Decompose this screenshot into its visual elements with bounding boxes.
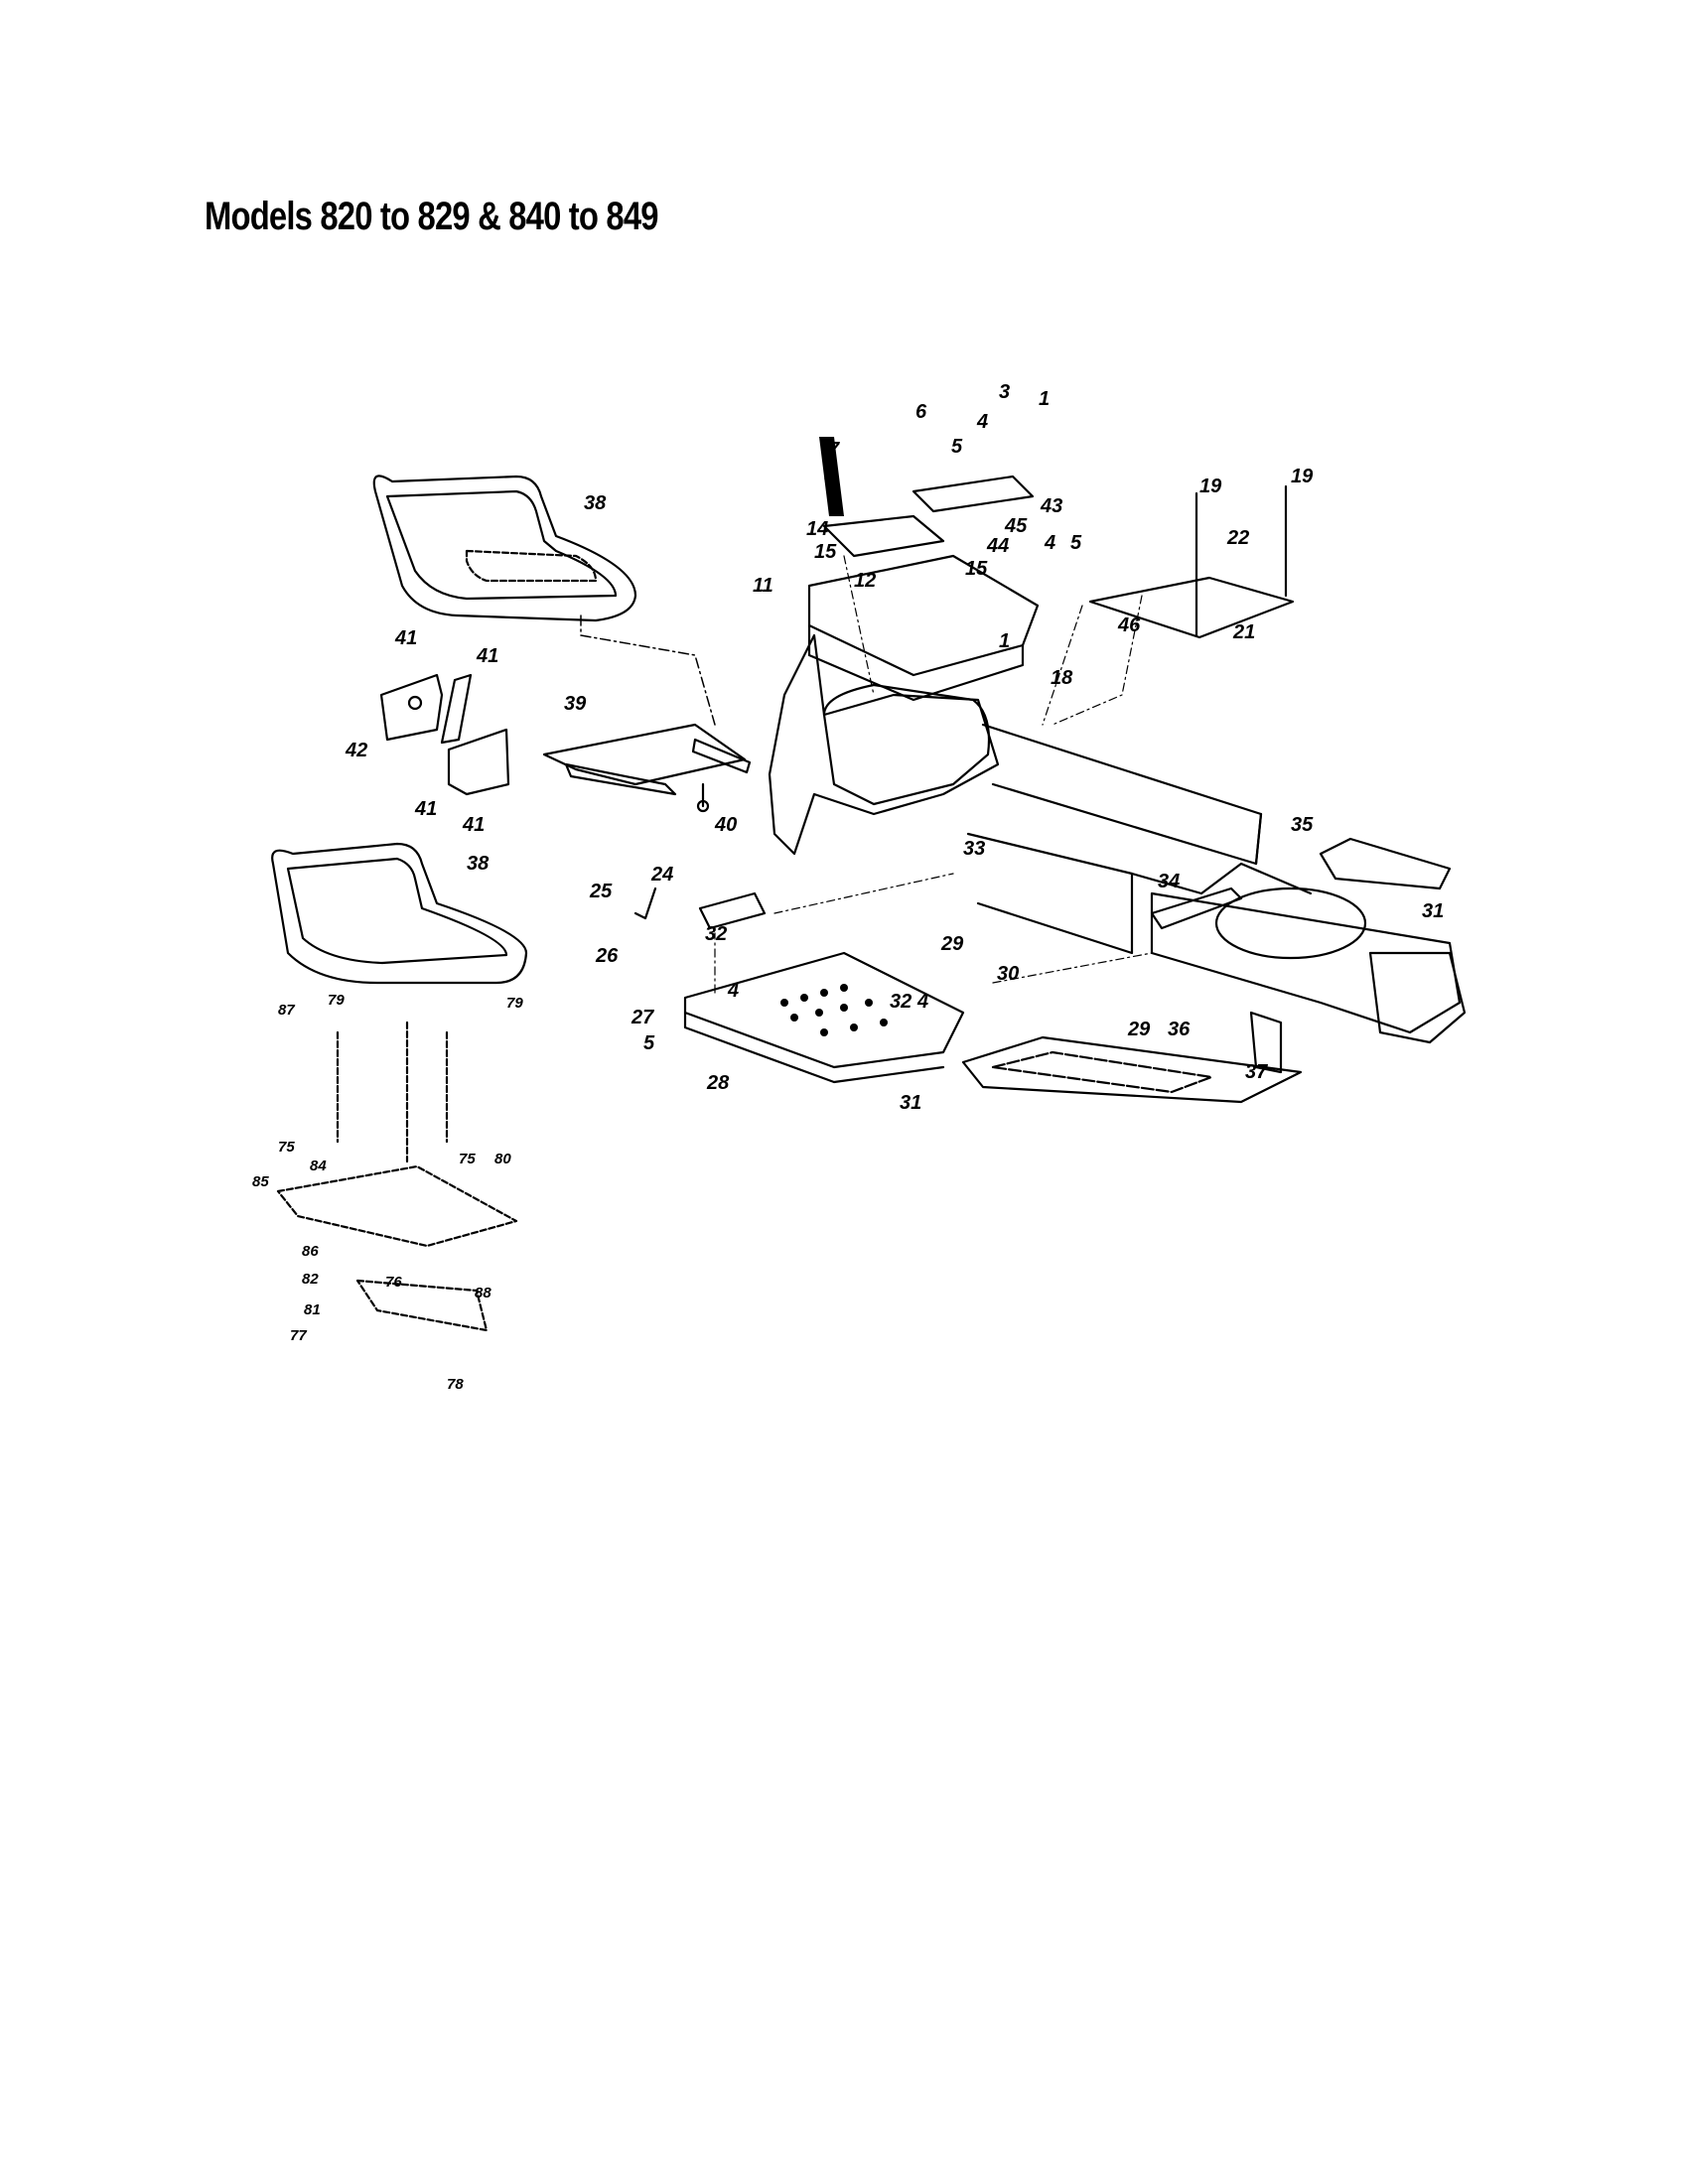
callout-5: 5 bbox=[951, 436, 963, 458]
callout-32: 32 bbox=[705, 923, 728, 945]
callout-42: 42 bbox=[346, 740, 368, 761]
callout-22: 22 bbox=[1227, 527, 1250, 549]
seat-hinges bbox=[379, 673, 510, 796]
callout-36: 36 bbox=[1168, 1019, 1191, 1040]
callout-77: 77 bbox=[290, 1327, 307, 1344]
seat-bracket bbox=[542, 723, 752, 813]
callout-37: 37 bbox=[1245, 1061, 1268, 1083]
callout-15: 15 bbox=[814, 541, 837, 563]
callout-41: 41 bbox=[395, 627, 418, 649]
pedal-bracket bbox=[633, 887, 767, 930]
callout-46: 46 bbox=[1118, 614, 1141, 636]
callout-43: 43 bbox=[1041, 495, 1063, 517]
callout-39: 39 bbox=[564, 693, 587, 715]
callout-24: 24 bbox=[651, 864, 674, 886]
callout-3: 3 bbox=[999, 381, 1011, 403]
callout-30: 30 bbox=[997, 963, 1020, 985]
callout-76: 76 bbox=[385, 1274, 402, 1291]
cover-plate bbox=[1088, 484, 1295, 639]
callout-34: 34 bbox=[1158, 871, 1181, 892]
callout-28: 28 bbox=[707, 1072, 730, 1094]
callout-78: 78 bbox=[447, 1376, 464, 1393]
callout-81: 81 bbox=[304, 1301, 321, 1318]
callout-6: 6 bbox=[915, 401, 927, 423]
callout-5: 5 bbox=[1070, 532, 1082, 554]
callout-84: 84 bbox=[310, 1158, 327, 1174]
callout-4: 4 bbox=[1045, 532, 1056, 554]
callout-29: 29 bbox=[941, 933, 964, 955]
seat-lower bbox=[271, 842, 528, 985]
callout-45: 45 bbox=[1005, 515, 1028, 537]
dash-panel bbox=[768, 437, 1040, 856]
callout-85: 85 bbox=[252, 1173, 269, 1190]
callout-87: 87 bbox=[278, 1002, 295, 1019]
callout-75: 75 bbox=[459, 1151, 476, 1167]
frame bbox=[966, 723, 1467, 1074]
callout-33: 33 bbox=[963, 838, 986, 860]
callout-18: 18 bbox=[1051, 667, 1073, 689]
callout-19: 19 bbox=[1291, 466, 1314, 487]
callout-1: 1 bbox=[999, 630, 1011, 652]
callout-79: 79 bbox=[506, 995, 523, 1012]
callout-12: 12 bbox=[854, 570, 877, 592]
callout-26: 26 bbox=[596, 945, 619, 967]
callout-1: 1 bbox=[1039, 388, 1051, 410]
callout-21: 21 bbox=[1233, 621, 1256, 643]
callout-4: 4 bbox=[728, 980, 740, 1002]
callout-4: 4 bbox=[977, 411, 989, 433]
callout-29: 29 bbox=[1128, 1019, 1151, 1040]
callout-79: 79 bbox=[328, 992, 345, 1009]
footrest-right bbox=[1319, 837, 1452, 890]
callout-31: 31 bbox=[900, 1092, 922, 1114]
callout-41: 41 bbox=[463, 814, 486, 836]
callout-27: 27 bbox=[632, 1007, 654, 1028]
callout-19: 19 bbox=[1199, 476, 1222, 497]
mat bbox=[961, 1035, 1303, 1104]
page-title: Models 820 to 829 & 840 to 849 bbox=[205, 195, 659, 238]
callout-40: 40 bbox=[715, 814, 738, 836]
callout-25: 25 bbox=[590, 881, 613, 902]
callout-31: 31 bbox=[1422, 900, 1445, 922]
callout-88: 88 bbox=[475, 1285, 491, 1301]
callout-8: 8 bbox=[824, 466, 836, 487]
callout-41: 41 bbox=[477, 645, 499, 667]
seat-adjuster bbox=[276, 1021, 518, 1332]
callout-11: 11 bbox=[753, 575, 773, 597]
callout-38: 38 bbox=[467, 853, 490, 875]
callout-5: 5 bbox=[643, 1032, 655, 1054]
callout-44: 44 bbox=[987, 535, 1010, 557]
callout-9: 9 bbox=[830, 495, 842, 517]
callout-32: 32 bbox=[890, 991, 912, 1013]
callout-7: 7 bbox=[828, 439, 840, 461]
callout-15: 15 bbox=[965, 558, 988, 580]
callout-14: 14 bbox=[806, 518, 829, 540]
callout-86: 86 bbox=[302, 1243, 319, 1260]
callout-41: 41 bbox=[415, 798, 438, 820]
footrest-left bbox=[683, 951, 965, 1084]
callout-80: 80 bbox=[494, 1151, 511, 1167]
callout-75: 75 bbox=[278, 1139, 295, 1156]
leader-lines bbox=[714, 555, 1153, 994]
callout-82: 82 bbox=[302, 1271, 319, 1288]
callout-38: 38 bbox=[584, 492, 607, 514]
callout-35: 35 bbox=[1291, 814, 1314, 836]
seat-upper bbox=[372, 475, 637, 622]
callout-4: 4 bbox=[917, 991, 929, 1013]
